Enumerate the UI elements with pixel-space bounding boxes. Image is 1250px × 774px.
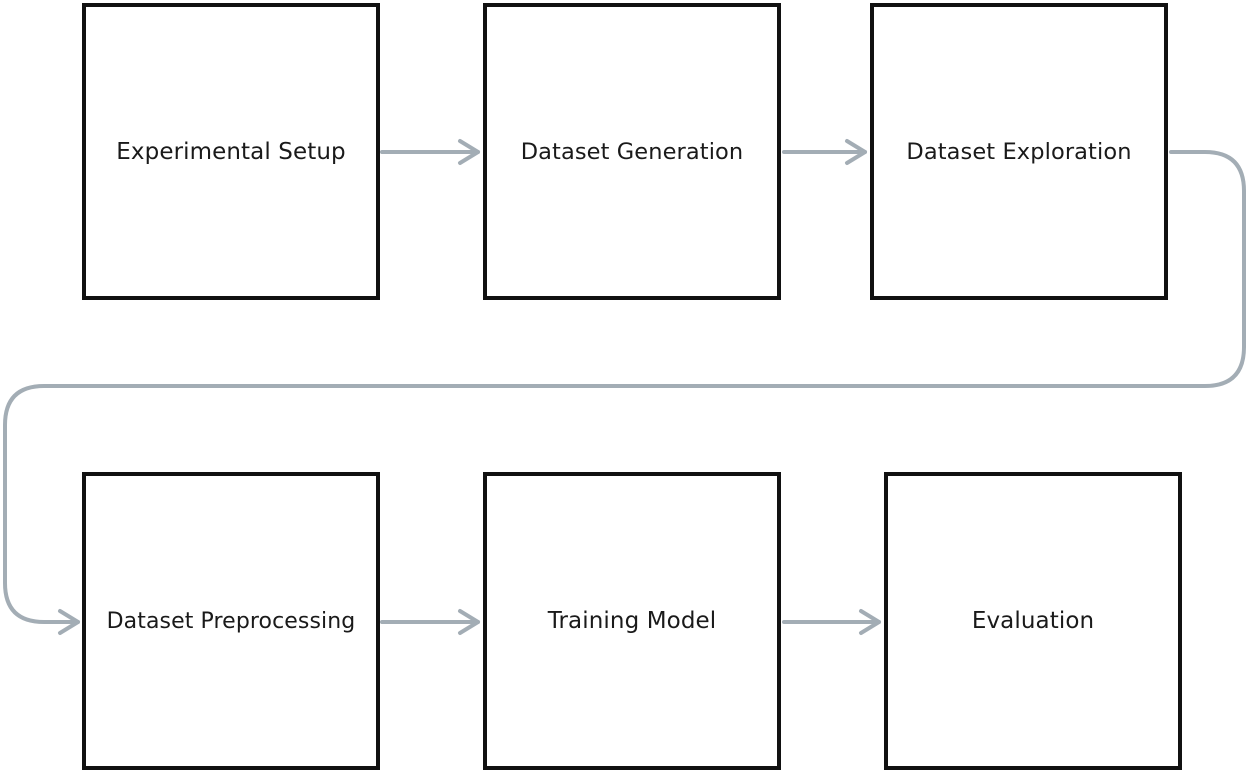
- step-training-model: Training Model: [483, 472, 781, 770]
- step-experimental-setup: Experimental Setup: [82, 3, 380, 300]
- step-label: Dataset Generation: [520, 138, 744, 165]
- step-dataset-preprocessing: Dataset Preprocessing: [82, 472, 380, 770]
- step-evaluation: Evaluation: [884, 472, 1182, 770]
- step-label: Evaluation: [971, 608, 1095, 634]
- step-label: Dataset Preprocessing: [106, 608, 356, 634]
- step-dataset-exploration: Dataset Exploration: [870, 3, 1168, 300]
- step-label: Experimental Setup: [116, 138, 346, 165]
- arrow-generation-to-exploration: [782, 139, 867, 165]
- arrow-exploration-to-preprocessing: [3, 150, 1246, 635]
- arrow-setup-to-generation: [380, 139, 480, 165]
- arrow-preprocessing-to-training: [380, 609, 480, 635]
- step-label: Dataset Exploration: [906, 138, 1132, 165]
- step-dataset-generation: Dataset Generation: [483, 3, 781, 300]
- arrow-training-to-evaluation: [782, 609, 881, 635]
- step-label: Training Model: [547, 608, 717, 634]
